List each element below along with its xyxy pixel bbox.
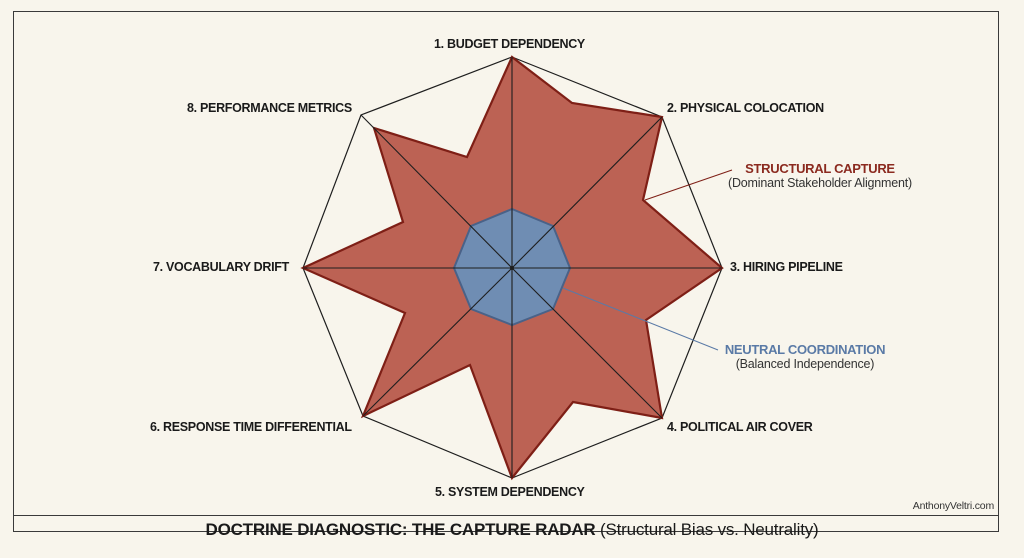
legend-neutral-sub: (Balanced Independence) — [735, 357, 875, 371]
axis-label-system-dependency: 5. SYSTEM DEPENDENCY — [435, 485, 585, 499]
axis-label-budget-dependency: 1. BUDGET DEPENDENCY — [434, 37, 585, 51]
center-point — [510, 266, 514, 270]
chart-title-subtitle: (Structural Bias vs. Neutrality) — [600, 520, 819, 539]
axis-label-physical-colocation: 2. PHYSICAL COLOCATION — [667, 101, 824, 115]
axis-label-performance-metrics: 8. PERFORMANCE METRICS — [187, 101, 352, 115]
neutral-leader-line — [562, 287, 719, 351]
legend-capture-sub: (Dominant Stakeholder Alignment) — [728, 176, 912, 190]
legend-neutral-coordination: NEUTRAL COORDINATION (Balanced Independe… — [720, 342, 890, 371]
axis-label-hiring-pipeline: 3. HIRING PIPELINE — [730, 260, 843, 274]
chart-title: DOCTRINE DIAGNOSTIC: THE CAPTURE RADAR (… — [0, 520, 1024, 540]
axis-spokes — [303, 57, 722, 478]
axis-label-response-time-differential: 6. RESPONSE TIME DIFFERENTIAL — [150, 420, 352, 434]
legend-structural-capture: STRUCTURAL CAPTURE (Dominant Stakeholder… — [710, 161, 930, 190]
legend-neutral-name: NEUTRAL COORDINATION — [724, 342, 886, 357]
legend-capture-name: STRUCTURAL CAPTURE — [745, 161, 895, 176]
chart-title-main: DOCTRINE DIAGNOSTIC: THE CAPTURE RADAR — [205, 520, 596, 539]
capture-leader-line — [644, 169, 733, 201]
title-divider — [13, 515, 999, 516]
credit-text: AnthonyVeltri.com — [912, 500, 994, 512]
axis-label-political-air-cover: 4. POLITICAL AIR COVER — [667, 420, 813, 434]
diagram-frame — [13, 11, 999, 532]
axis-label-vocabulary-drift: 7. VOCABULARY DRIFT — [153, 260, 289, 274]
